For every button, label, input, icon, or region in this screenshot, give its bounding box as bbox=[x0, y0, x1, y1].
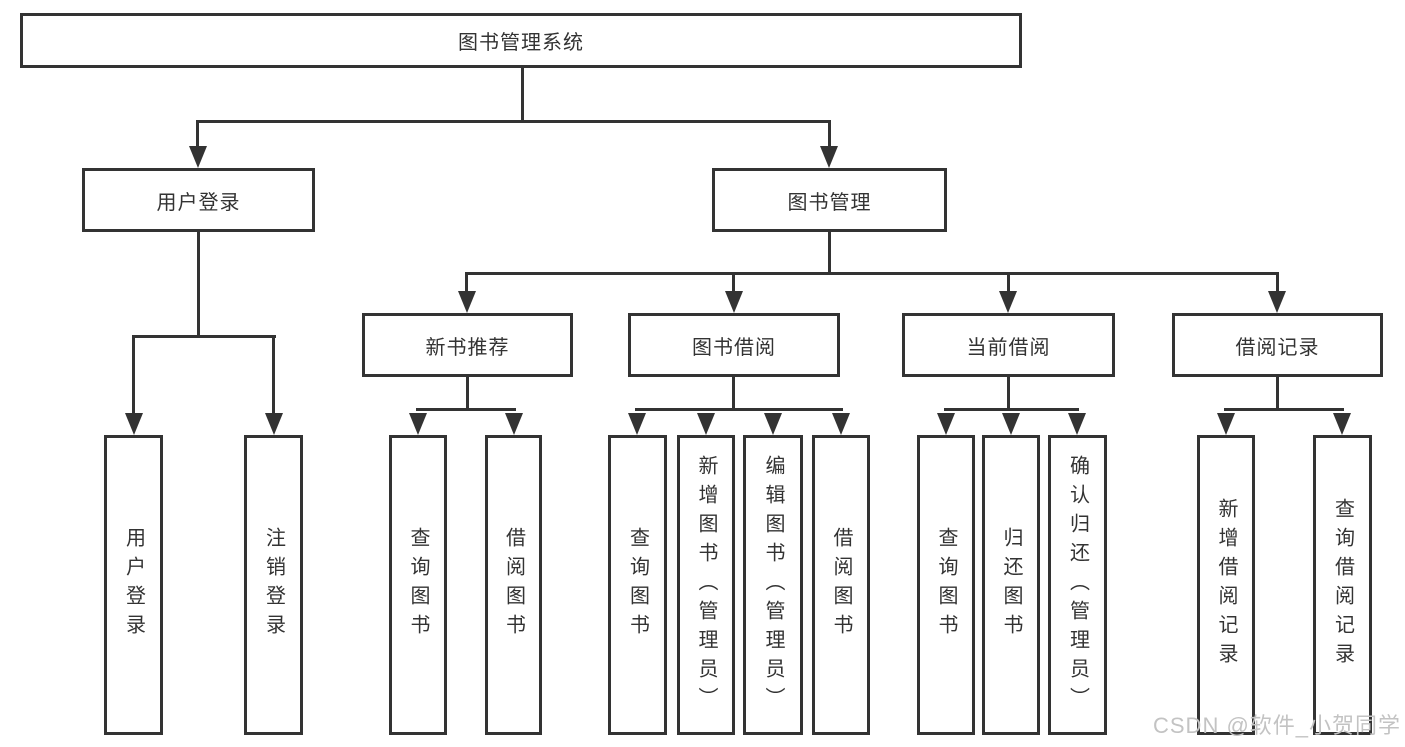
leaf-query-borrow-record-label: 查询借阅记录 bbox=[1331, 498, 1354, 672]
connector-user-login-stem bbox=[197, 232, 200, 338]
leaf-edit-books-admin-label: 编辑图书（管理员） bbox=[762, 454, 784, 716]
leaf-borrow-books-label: 借阅图书 bbox=[830, 527, 852, 643]
node-root: 图书管理系统 bbox=[20, 13, 1022, 68]
connector-line bbox=[1007, 272, 1010, 294]
leaf-logout: 注销登录 bbox=[244, 435, 303, 735]
node-book-management-label: 图书管理 bbox=[787, 191, 872, 214]
leaf-query-books-borrow: 查询图书 bbox=[608, 435, 667, 735]
arrow-down-icon bbox=[1333, 413, 1351, 435]
node-user-login: 用户登录 bbox=[82, 168, 315, 232]
arrow-down-icon bbox=[409, 413, 427, 435]
arrow-down-icon bbox=[458, 291, 476, 313]
node-new-book-recommend-label: 新书推荐 bbox=[425, 336, 510, 359]
connector-borrow-records-bar bbox=[1224, 408, 1344, 411]
connector-line bbox=[132, 335, 135, 415]
connector-line bbox=[1276, 272, 1279, 294]
leaf-query-books-current-label: 查询图书 bbox=[935, 527, 957, 643]
arrow-down-icon bbox=[697, 413, 715, 435]
arrow-down-icon bbox=[265, 413, 283, 435]
arrow-down-icon bbox=[1268, 291, 1286, 313]
arrow-down-icon bbox=[999, 291, 1017, 313]
arrow-down-icon bbox=[832, 413, 850, 435]
node-book-management: 图书管理 bbox=[712, 168, 947, 232]
leaf-confirm-return-admin: 确认归还（管理员） bbox=[1048, 435, 1107, 735]
node-book-borrow: 图书借阅 bbox=[628, 313, 840, 377]
connector-book-borrow-bar bbox=[635, 408, 843, 411]
leaf-user-login-label: 用户登录 bbox=[122, 527, 145, 643]
leaf-query-books-borrow-label: 查询图书 bbox=[626, 527, 649, 643]
arrow-down-icon bbox=[125, 413, 143, 435]
leaf-query-books-recommend-label: 查询图书 bbox=[407, 527, 429, 643]
node-borrow-records-label: 借阅记录 bbox=[1235, 336, 1320, 359]
leaf-query-books-current: 查询图书 bbox=[917, 435, 975, 735]
arrow-down-icon bbox=[628, 413, 646, 435]
arrow-down-icon bbox=[189, 146, 207, 168]
connector-new-book-stem bbox=[466, 377, 469, 411]
connector-borrow-records-stem bbox=[1276, 377, 1279, 411]
leaf-add-books-admin: 新增图书（管理员） bbox=[677, 435, 735, 735]
leaf-return-books-label: 归还图书 bbox=[1000, 527, 1022, 643]
connector-book-borrow-stem bbox=[732, 377, 735, 411]
connector-book-mgmt-bar bbox=[465, 272, 1279, 275]
node-root-label: 图书管理系统 bbox=[458, 32, 584, 54]
node-new-book-recommend: 新书推荐 bbox=[362, 313, 573, 377]
arrow-down-icon bbox=[505, 413, 523, 435]
connector-book-mgmt-stem bbox=[828, 232, 831, 275]
connector-line bbox=[196, 120, 199, 150]
node-borrow-records: 借阅记录 bbox=[1172, 313, 1383, 377]
leaf-borrow-books-recommend-label: 借阅图书 bbox=[502, 527, 525, 643]
arrow-down-icon bbox=[820, 146, 838, 168]
arrow-down-icon bbox=[1002, 413, 1020, 435]
node-current-borrow: 当前借阅 bbox=[902, 313, 1115, 377]
connector-line bbox=[272, 335, 275, 415]
leaf-add-borrow-record-label: 新增借阅记录 bbox=[1215, 498, 1237, 672]
leaf-edit-books-admin: 编辑图书（管理员） bbox=[743, 435, 803, 735]
leaf-borrow-books: 借阅图书 bbox=[812, 435, 870, 735]
connector-current-borrow-stem bbox=[1007, 377, 1010, 411]
node-book-borrow-label: 图书借阅 bbox=[692, 336, 776, 359]
leaf-add-books-admin-label: 新增图书（管理员） bbox=[695, 454, 717, 716]
connector-line bbox=[828, 120, 831, 150]
connector-root-stem bbox=[521, 68, 524, 123]
connector-line bbox=[732, 272, 735, 294]
leaf-borrow-books-recommend: 借阅图书 bbox=[485, 435, 542, 735]
csdn-watermark: CSDN @软件_小贺同学 bbox=[1153, 713, 1402, 738]
connector-new-book-bar bbox=[416, 408, 516, 411]
connector-user-login-bar bbox=[132, 335, 276, 338]
arrow-down-icon bbox=[937, 413, 955, 435]
leaf-query-books-recommend: 查询图书 bbox=[389, 435, 447, 735]
node-current-borrow-label: 当前借阅 bbox=[966, 336, 1051, 359]
leaf-user-login: 用户登录 bbox=[104, 435, 163, 735]
connector-line bbox=[465, 272, 468, 294]
arrow-down-icon bbox=[1068, 413, 1086, 435]
connector-root-bar bbox=[196, 120, 831, 123]
leaf-query-borrow-record: 查询借阅记录 bbox=[1313, 435, 1372, 735]
connector-current-borrow-bar bbox=[944, 408, 1079, 411]
arrow-down-icon bbox=[1217, 413, 1235, 435]
leaf-add-borrow-record: 新增借阅记录 bbox=[1197, 435, 1255, 735]
node-user-login-label: 用户登录 bbox=[156, 191, 241, 214]
arrow-down-icon bbox=[764, 413, 782, 435]
leaf-return-books: 归还图书 bbox=[982, 435, 1040, 735]
leaf-confirm-return-admin-label: 确认归还（管理员） bbox=[1066, 454, 1089, 716]
leaf-logout-label: 注销登录 bbox=[262, 527, 285, 643]
arrow-down-icon bbox=[725, 291, 743, 313]
